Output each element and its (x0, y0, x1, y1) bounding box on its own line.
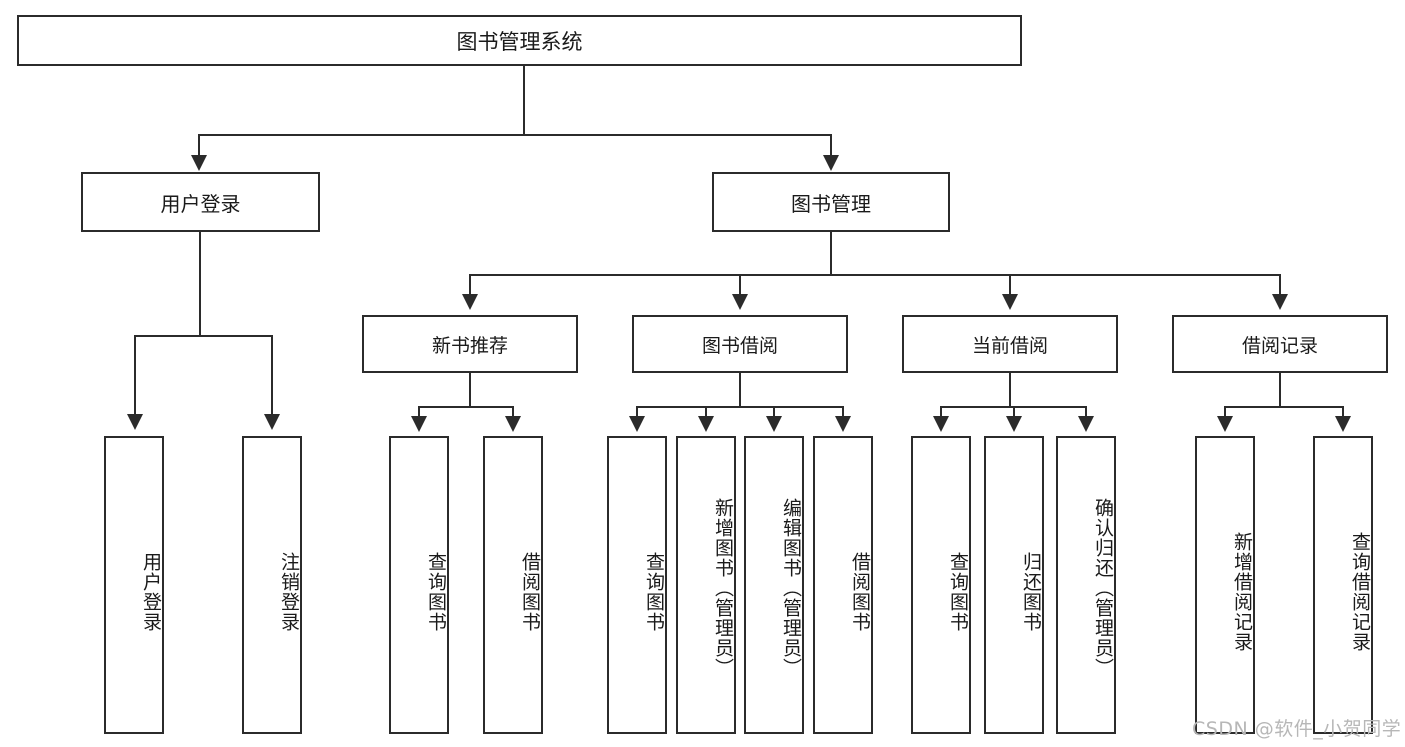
edge-to-leaf-borrow-book-2 (842, 406, 844, 418)
arrowhead-user-login (191, 155, 207, 171)
node-label: 借阅图书 (519, 552, 541, 632)
arrowhead-book-borrow (732, 294, 748, 310)
node-label: 编辑图书（管理员） (780, 498, 802, 678)
node-new-book-recommend[interactable]: 新书推荐 (362, 315, 578, 373)
edge-to-leaf-add-record (1224, 406, 1226, 418)
leaf-query-book-borrow[interactable]: 查询图书 (607, 436, 667, 734)
node-user-login[interactable]: 用户登录 (81, 172, 320, 232)
leaf-edit-book-admin[interactable]: 编辑图书（管理员） (744, 436, 804, 734)
edge-to-borrow-record (1279, 274, 1281, 296)
edge-new-book-rec-bar (418, 406, 513, 408)
edge-to-leaf-query-book-2 (636, 406, 638, 418)
edge-to-leaf-return-book (1013, 406, 1015, 418)
arrowhead-leaf-logout (264, 414, 280, 430)
node-label: 图书管理 (791, 191, 871, 216)
arrowhead-leaf-user-login (127, 414, 143, 430)
node-label: 用户登录 (160, 191, 241, 216)
leaf-add-book-admin[interactable]: 新增图书（管理员） (676, 436, 736, 734)
arrowhead-leaf-query-record (1335, 416, 1351, 432)
node-book-borrow[interactable]: 图书借阅 (632, 315, 848, 373)
edge-book-mgmt-stem (830, 232, 832, 276)
node-label: 新书推荐 (431, 334, 508, 357)
edge-to-leaf-add-book (705, 406, 707, 418)
edge-to-leaf-query-book-1 (418, 406, 420, 418)
watermark-text: CSDN @软件_小贺同学 (1192, 718, 1402, 740)
arrowhead-leaf-add-record (1217, 416, 1233, 432)
node-label: 新增图书（管理员） (712, 498, 734, 678)
arrowhead-leaf-confirm-return (1078, 416, 1094, 432)
edge-current-borrow-bar (940, 406, 1085, 408)
arrowhead-leaf-borrow-book-2 (835, 416, 851, 432)
node-label: 当前借阅 (971, 334, 1048, 357)
edge-root-stem (523, 66, 525, 135)
arrowhead-leaf-borrow-book-1 (505, 416, 521, 432)
arrowhead-leaf-query-book-1 (411, 416, 427, 432)
node-label: 图书借阅 (701, 334, 778, 357)
leaf-borrow-book[interactable]: 借阅图书 (813, 436, 873, 734)
edge-book-borrow-stem (739, 373, 741, 408)
leaf-logout[interactable]: 注销登录 (242, 436, 302, 734)
arrowhead-book-mgmt (823, 155, 839, 171)
edge-book-borrow-bar (636, 406, 843, 408)
leaf-user-login[interactable]: 用户登录 (104, 436, 164, 734)
arrowhead-leaf-return-book (1006, 416, 1022, 432)
edge-to-leaf-edit-book (773, 406, 775, 418)
arrowhead-leaf-edit-book (766, 416, 782, 432)
node-label: 确认归还（管理员） (1092, 498, 1114, 678)
edge-to-new-book-rec (469, 274, 471, 296)
arrowhead-current-borrow (1002, 294, 1018, 310)
leaf-return-book[interactable]: 归还图书 (984, 436, 1044, 734)
edge-root-to-user-login (198, 134, 200, 158)
edge-to-leaf-user-login (134, 335, 136, 417)
node-current-borrow[interactable]: 当前借阅 (902, 315, 1118, 373)
edge-borrow-record-bar (1224, 406, 1343, 408)
leaf-borrow-book-recommend[interactable]: 借阅图书 (483, 436, 543, 734)
node-label: 注销登录 (278, 552, 300, 632)
leaf-query-borrow-record[interactable]: 查询借阅记录 (1313, 436, 1373, 734)
leaf-query-book-current[interactable]: 查询图书 (911, 436, 971, 734)
node-label: 查询借阅记录 (1349, 532, 1371, 652)
edge-book-mgmt-bar (469, 274, 1281, 276)
leaf-add-borrow-record[interactable]: 新增借阅记录 (1195, 436, 1255, 734)
arrowhead-new-book-rec (462, 294, 478, 310)
node-label: 图书管理系统 (456, 29, 583, 54)
edge-root-bar (198, 134, 832, 136)
edge-new-book-rec-stem (469, 373, 471, 408)
edge-to-leaf-query-book-3 (940, 406, 942, 418)
node-label: 查询图书 (425, 552, 447, 632)
edge-to-leaf-logout (271, 335, 273, 417)
node-label: 用户登录 (140, 552, 162, 632)
arrowhead-borrow-record (1272, 294, 1288, 310)
node-label: 借阅记录 (1241, 334, 1318, 357)
edge-root-to-book-mgmt (830, 134, 832, 158)
leaf-query-book-recommend[interactable]: 查询图书 (389, 436, 449, 734)
node-label: 查询图书 (947, 552, 969, 632)
arrowhead-leaf-query-book-2 (629, 416, 645, 432)
edge-user-login-stem (199, 232, 201, 336)
edge-user-login-bar (134, 335, 273, 337)
node-book-management[interactable]: 图书管理 (712, 172, 950, 232)
arrowhead-leaf-query-book-3 (933, 416, 949, 432)
node-borrow-record[interactable]: 借阅记录 (1172, 315, 1388, 373)
node-label: 归还图书 (1020, 552, 1042, 632)
node-label: 新增借阅记录 (1231, 532, 1253, 652)
node-label: 查询图书 (643, 552, 665, 632)
leaf-confirm-return-admin[interactable]: 确认归还（管理员） (1056, 436, 1116, 734)
edge-to-leaf-query-record (1342, 406, 1344, 418)
edge-current-borrow-stem (1009, 373, 1011, 408)
edge-to-book-borrow (739, 274, 741, 296)
edge-to-current-borrow (1009, 274, 1011, 296)
edge-to-leaf-confirm-return (1085, 406, 1087, 418)
edge-to-leaf-borrow-book-1 (512, 406, 514, 418)
node-label: 借阅图书 (849, 552, 871, 632)
node-root-library-system[interactable]: 图书管理系统 (17, 15, 1022, 66)
edge-borrow-record-stem (1279, 373, 1281, 408)
arrowhead-leaf-add-book (698, 416, 714, 432)
